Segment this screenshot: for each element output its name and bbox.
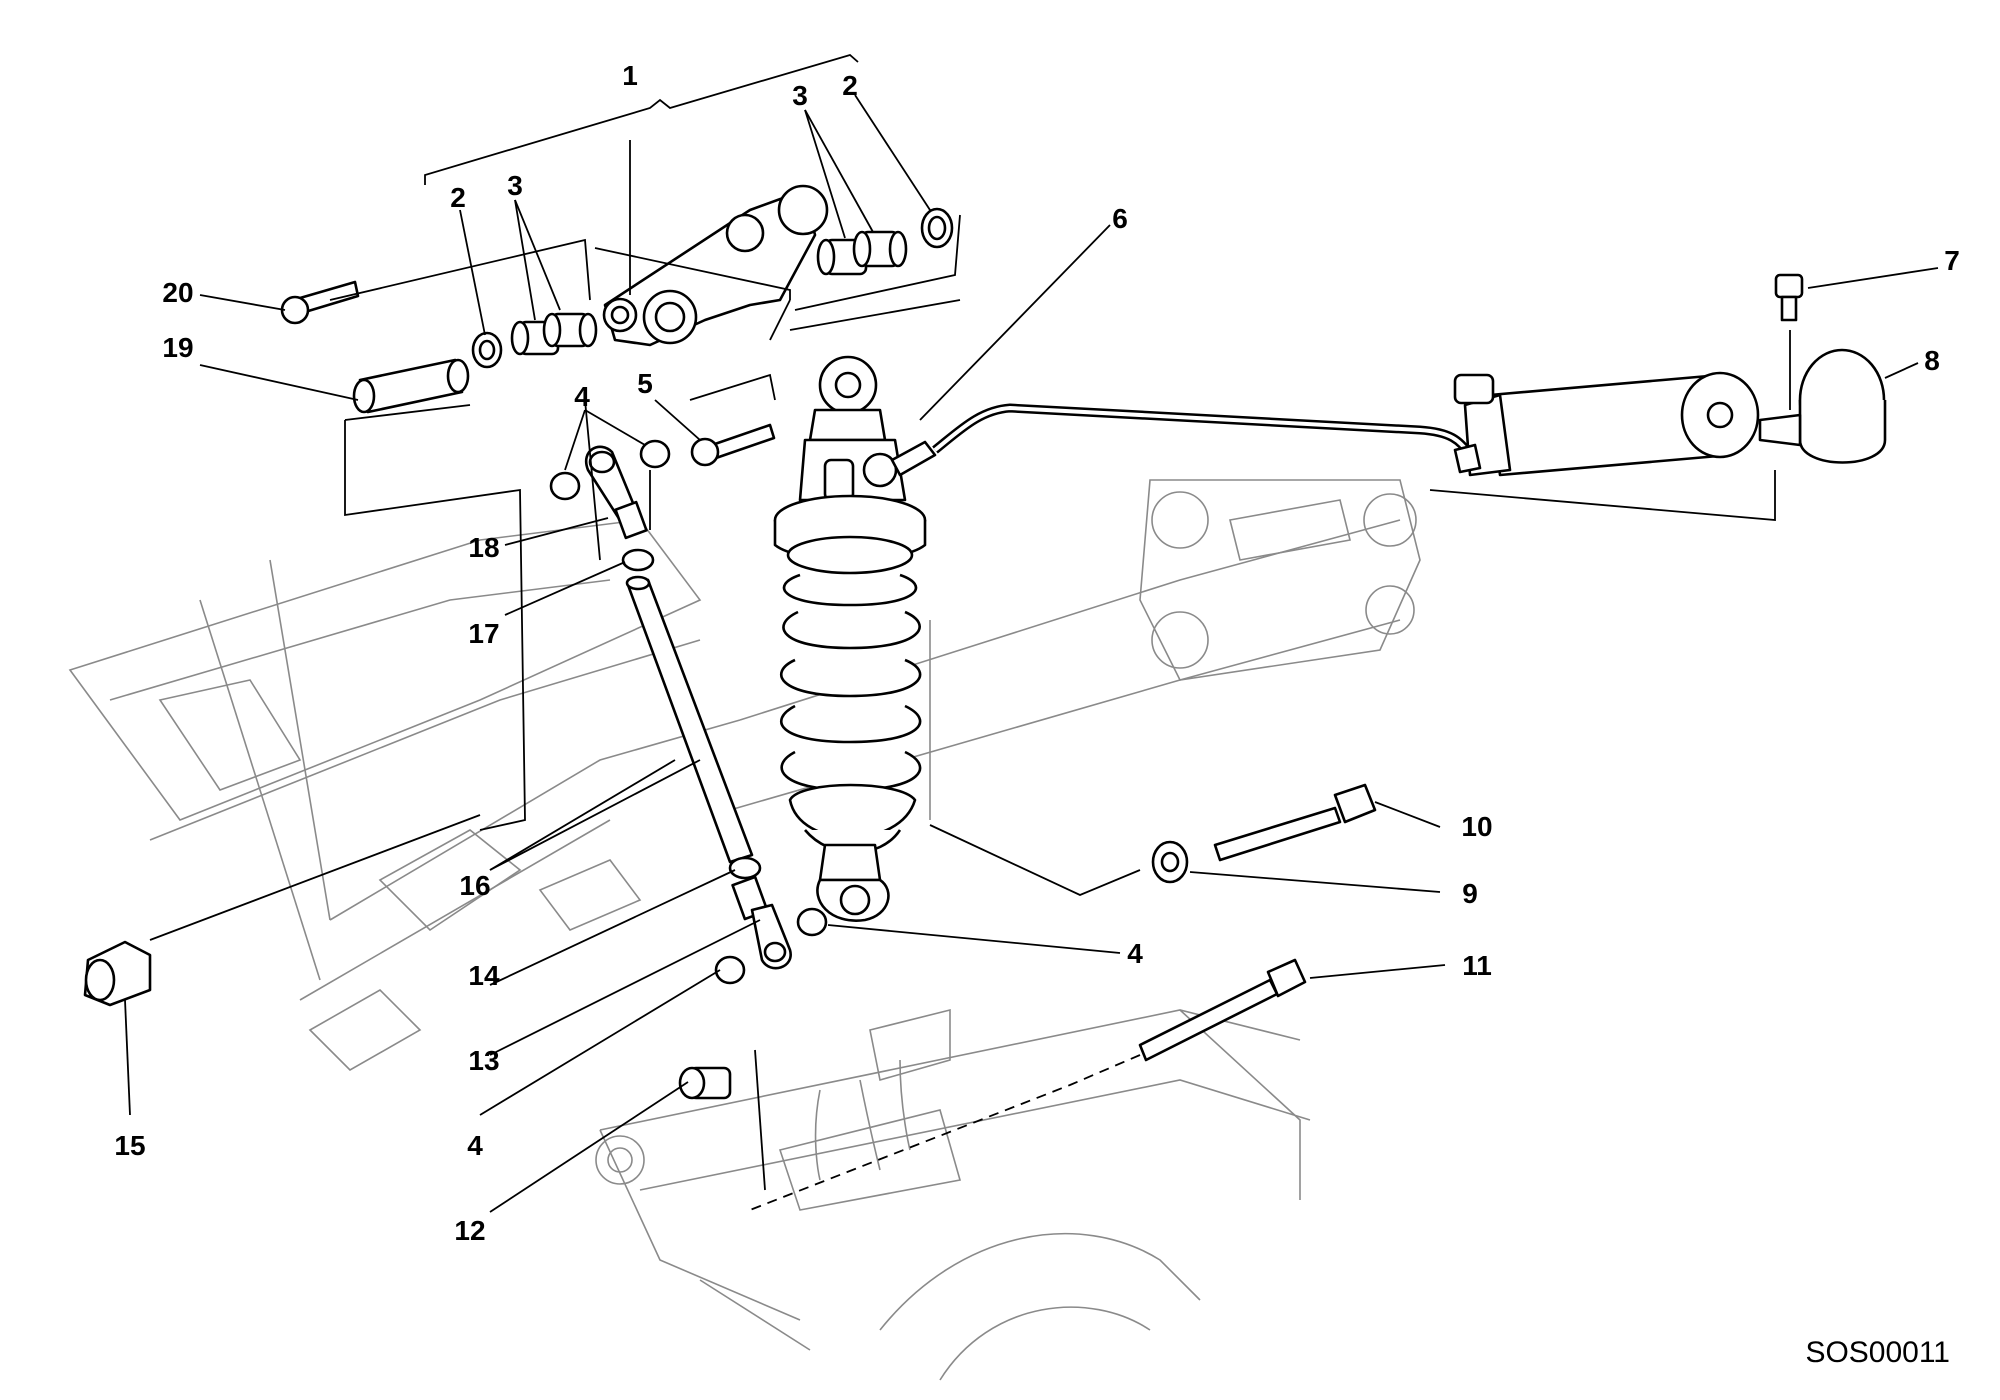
- screw-11: [1138, 958, 1307, 1062]
- callout-13: 13: [468, 1045, 499, 1076]
- bushing-4-top-left: [549, 471, 581, 501]
- callout-16: 16: [459, 870, 490, 901]
- callout-10: 10: [1461, 811, 1492, 842]
- bushing-4-lower-right: [796, 907, 828, 937]
- callout-9: 9: [1462, 878, 1478, 909]
- nut-17: [621, 548, 655, 572]
- spacer-12: [678, 1066, 732, 1100]
- pin-19: [352, 358, 470, 414]
- callout-12: 12: [454, 1215, 485, 1246]
- callout-11: 11: [1462, 950, 1492, 981]
- callout-4-right: 4: [1127, 938, 1143, 969]
- shock-absorber: [773, 355, 1474, 922]
- callout-2-left: 2: [450, 182, 466, 213]
- callout-8: 8: [1924, 345, 1940, 376]
- callout-4-bottom: 4: [467, 1130, 483, 1161]
- frame-ghost-outline: [68, 479, 1421, 1381]
- bushing-4-lower-left: [714, 955, 746, 985]
- rod-end-13: [731, 875, 792, 970]
- remote-reservoir: [1453, 371, 1760, 477]
- screw-7: [1774, 273, 1804, 322]
- callout-5: 5: [637, 368, 653, 399]
- callout-2-right: 2: [842, 70, 858, 101]
- callout-3-left: 3: [507, 170, 523, 201]
- screw-20: [280, 280, 360, 325]
- leader-lines: [124, 53, 1939, 1213]
- bearing-pair-right: [816, 230, 908, 276]
- nut-14: [728, 856, 762, 880]
- rod-end-18: [584, 445, 648, 540]
- callout-labels: 1 2 3 2 3 6 7 8 20 19 4 5 18 17 16 10 9 …: [114, 60, 1959, 1246]
- rocker-arm: [602, 184, 829, 347]
- callout-20: 20: [162, 277, 193, 308]
- bushing-4-top-right: [639, 439, 671, 469]
- callout-18: 18: [468, 532, 499, 563]
- callout-1: 1: [622, 60, 638, 91]
- callout-15: 15: [114, 1130, 145, 1161]
- callout-6: 6: [1112, 203, 1128, 234]
- screw-5: [690, 423, 776, 467]
- callout-17: 17: [468, 618, 499, 649]
- callout-4-top: 4: [574, 381, 590, 412]
- callout-14: 14: [468, 960, 500, 991]
- drawing-code: SOS00011: [1805, 1336, 1950, 1369]
- bearing-pair-left: [510, 312, 598, 356]
- clamp-8: [1758, 348, 1887, 464]
- callout-19: 19: [162, 332, 193, 363]
- bump-stop-15: [83, 940, 152, 1007]
- adjuster-rod: [625, 575, 754, 864]
- callout-3-right: 3: [792, 80, 808, 111]
- screw-10: [1213, 783, 1377, 862]
- washer-9: [1151, 840, 1189, 884]
- callout-7: 7: [1944, 245, 1960, 276]
